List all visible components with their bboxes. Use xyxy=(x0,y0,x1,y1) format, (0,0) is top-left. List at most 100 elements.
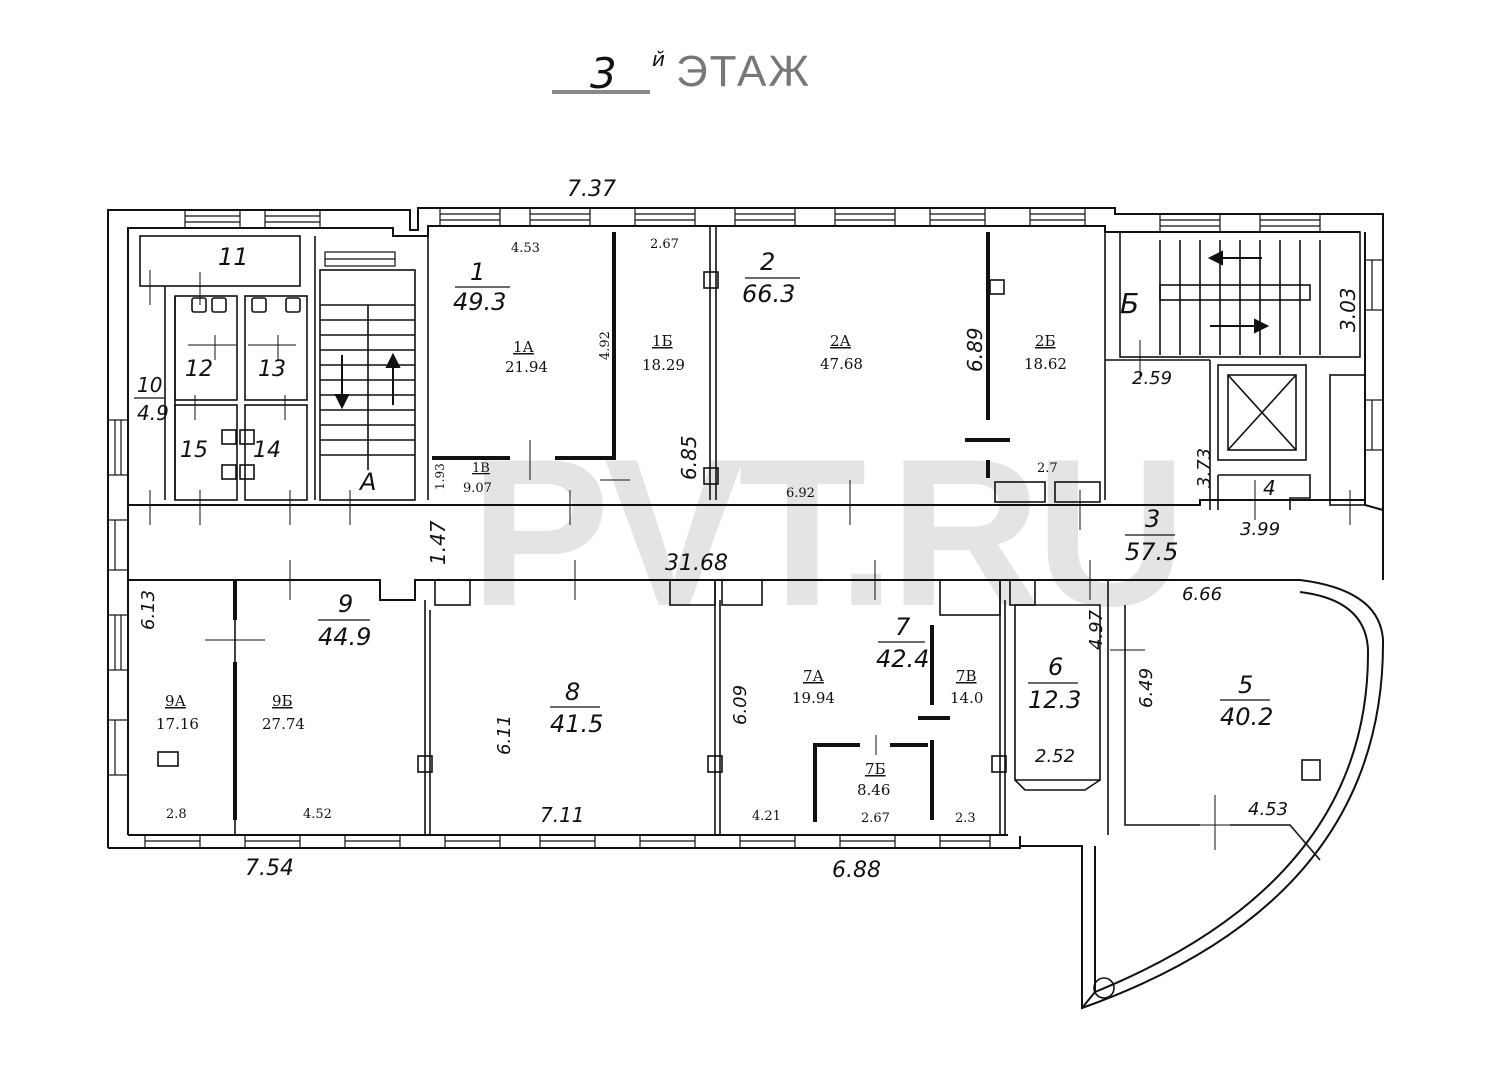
svg-text:9: 9 xyxy=(338,590,353,618)
svg-text:7: 7 xyxy=(895,613,911,641)
dim-r8-width: 7.11 xyxy=(540,803,585,827)
floor-suffix: й xyxy=(652,47,665,71)
svg-text:14.0: 14.0 xyxy=(950,689,983,707)
room-4-number: 4 xyxy=(1263,476,1276,500)
stair-b-letter: Б xyxy=(1120,287,1139,320)
room-3-label: 3 57.5 xyxy=(1125,505,1178,566)
dim-r3-height: 3.73 xyxy=(1194,448,1215,488)
dim-corridor-width: 1.47 xyxy=(426,520,450,565)
svg-text:2Б: 2Б xyxy=(1035,332,1056,350)
svg-text:7А: 7А xyxy=(803,667,825,685)
door-ticks xyxy=(149,270,1351,850)
dim-r2-depth: 6.89 xyxy=(963,327,987,372)
room-7a-label: 7А 19.94 xyxy=(792,667,835,707)
dim-r7b-width: 2.67 xyxy=(861,811,890,826)
dim-r4-width: 3.99 xyxy=(1240,519,1280,540)
dim-r8-depth: 6.11 xyxy=(494,715,515,755)
room-1b-label: 1Б 18.29 xyxy=(642,332,685,374)
dim-r9b-width: 4.52 xyxy=(303,807,332,822)
svg-text:17.16: 17.16 xyxy=(156,715,199,733)
svg-text:47.68: 47.68 xyxy=(820,355,863,373)
dim-r1a-depth: 4.92 xyxy=(598,331,613,360)
svg-text:4.9: 4.9 xyxy=(137,401,169,425)
svg-text:7В: 7В xyxy=(956,667,977,685)
svg-text:66.3: 66.3 xyxy=(742,280,795,308)
floor-number: 3 xyxy=(590,49,617,98)
svg-text:3: 3 xyxy=(1145,505,1160,533)
room-9b-label: 9Б 27.74 xyxy=(262,692,305,733)
room-14-number: 14 xyxy=(253,438,281,463)
room-1a-label: 1А 21.94 xyxy=(505,338,548,376)
svg-text:41.5: 41.5 xyxy=(550,710,603,738)
svg-text:27.74: 27.74 xyxy=(262,715,305,733)
dim-r6-width: 2.52 xyxy=(1035,746,1075,767)
windows xyxy=(107,207,1384,849)
stair-a-letter: А xyxy=(358,468,376,496)
dim-r2b-width: 2.7 xyxy=(1037,461,1058,476)
svg-text:8.46: 8.46 xyxy=(857,781,890,799)
dim-r7-depth: 6.09 xyxy=(730,685,751,725)
dim-r5-width: 6.66 xyxy=(1182,584,1222,605)
dim-r9-depth: 6.13 xyxy=(138,590,159,630)
room-7v-label: 7В 14.0 xyxy=(950,667,983,707)
dim-r5-width-bottom: 4.53 xyxy=(1248,799,1288,820)
stair-arrows xyxy=(334,250,1270,410)
svg-text:1В: 1В xyxy=(472,461,490,476)
room-5-label: 5 40.2 xyxy=(1220,671,1273,731)
svg-text:44.9: 44.9 xyxy=(318,623,371,651)
partitions xyxy=(233,232,1010,822)
svg-text:21.94: 21.94 xyxy=(505,358,548,376)
interior-walls xyxy=(139,226,1366,999)
svg-text:8: 8 xyxy=(565,678,580,706)
svg-text:2: 2 xyxy=(760,248,775,276)
dim-stair-b-width: 2.59 xyxy=(1132,368,1172,389)
svg-text:6: 6 xyxy=(1048,653,1063,681)
dim-bottom-mid: 6.88 xyxy=(832,858,881,883)
svg-text:2А: 2А xyxy=(830,332,852,350)
dim-r5-depth: 6.49 xyxy=(1136,668,1157,708)
watermark: PVT.RU xyxy=(470,415,1181,650)
room-9a-label: 9А 17.16 xyxy=(156,692,199,733)
svg-text:1Б: 1Б xyxy=(652,332,673,350)
svg-text:18.29: 18.29 xyxy=(642,356,685,374)
room-7-label: 7 42.4 xyxy=(876,613,929,673)
svg-text:9А: 9А xyxy=(165,692,187,710)
svg-text:12.3: 12.3 xyxy=(1028,686,1081,714)
room-10-label: 10 4.9 xyxy=(134,373,169,425)
room-11-number: 11 xyxy=(218,243,249,271)
dim-r1-depth: 6.85 xyxy=(677,435,701,480)
svg-text:1: 1 xyxy=(470,258,485,286)
room-12-number: 12 xyxy=(185,357,213,382)
dim-r1v-depth: 1.93 xyxy=(433,463,447,490)
room-2-label: 2 66.3 xyxy=(742,248,800,308)
svg-text:40.2: 40.2 xyxy=(1220,703,1273,731)
svg-text:49.3: 49.3 xyxy=(453,288,506,316)
dim-stair-b-height: 3.03 xyxy=(1336,287,1360,332)
svg-text:18.62: 18.62 xyxy=(1024,355,1067,373)
svg-text:9.07: 9.07 xyxy=(463,481,492,496)
room-6-label: 6 12.3 xyxy=(1028,653,1081,714)
dim-corridor-length: 31.68 xyxy=(665,551,728,576)
room-7b-label: 7Б 8.46 xyxy=(857,760,890,799)
corridor-walls xyxy=(127,499,1384,601)
room-1v-label: 1В 9.07 xyxy=(463,461,492,496)
dim-r1-width: 4.53 xyxy=(511,241,540,256)
dim-bottom-left: 7.54 xyxy=(245,856,294,881)
dim-r1b-width: 2.67 xyxy=(650,237,679,252)
room-15-number: 15 xyxy=(180,438,208,463)
room-2b-label: 2Б 18.62 xyxy=(1024,332,1067,373)
floor-label: ЭТАЖ xyxy=(676,47,811,96)
dim-r6-depth: 4.97 xyxy=(1086,609,1107,650)
svg-text:19.94: 19.94 xyxy=(792,689,835,707)
dimension-labels: 7.37 31.68 1.47 7.54 6.88 4.53 2.67 4.92… xyxy=(138,177,1360,883)
dim-top-overall: 7.37 xyxy=(567,177,616,202)
svg-text:42.4: 42.4 xyxy=(876,645,929,673)
svg-text:57.5: 57.5 xyxy=(1125,538,1178,566)
svg-text:5: 5 xyxy=(1238,671,1253,699)
room-2a-label: 2А 47.68 xyxy=(820,332,863,373)
room-1-label: 1 49.3 xyxy=(453,258,510,316)
dim-r2-width: 6.92 xyxy=(786,486,815,501)
svg-text:7Б: 7Б xyxy=(865,760,886,778)
